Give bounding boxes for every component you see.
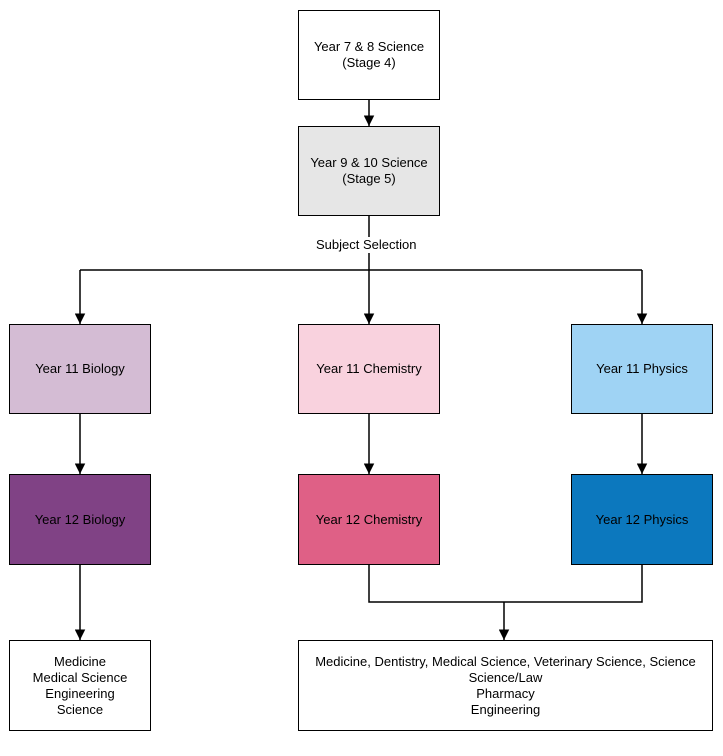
edge-chem12-merge xyxy=(368,565,504,603)
node-text-line: Engineering xyxy=(45,685,115,701)
node-text-line: Year 11 Biology xyxy=(35,361,125,376)
node-stage5: Year 9 & 10 Science(Stage 5) xyxy=(298,126,440,216)
node-text-line: (Stage 5) xyxy=(342,171,396,186)
node-text-line: Medicine xyxy=(53,653,107,669)
node-text-line: Medicine, Dentistry, Medical Science, Ve… xyxy=(315,653,696,669)
node-text-line: Science xyxy=(56,701,104,717)
node-text-line: Year 12 Chemistry xyxy=(315,511,423,527)
node-text-line: Science/Law xyxy=(468,669,543,685)
node-text-line: Year 12 Biology xyxy=(34,511,126,527)
node-physics-chemistry-careers: Medicine, Dentistry, Medical Science, Ve… xyxy=(298,640,713,731)
node-text-line: Pharmacy xyxy=(476,685,535,701)
node-physics-12: Year 12 Physics xyxy=(571,474,713,565)
node-physics-11: Year 11 Physics xyxy=(571,324,713,414)
node-text-line: Year 12 Physics xyxy=(595,511,689,527)
node-text-line: Year 7 & 8 Science xyxy=(313,39,425,54)
node-biology-11: Year 11 Biology xyxy=(9,324,151,414)
node-text-line: Year 11 Physics xyxy=(596,361,688,376)
node-text-line: Year 9 & 10 Science xyxy=(310,155,428,170)
node-stage4: Year 7 & 8 Science(Stage 4) xyxy=(298,10,440,100)
node-text-line: Engineering xyxy=(470,701,541,717)
edge-phys12-merge xyxy=(504,565,643,603)
node-biology-12: Year 12 Biology xyxy=(9,474,151,565)
edge-label-subject-selection: Subject Selection xyxy=(314,237,419,253)
node-chemistry-11: Year 11 Chemistry xyxy=(298,324,440,414)
node-text-line: Medical Science xyxy=(32,669,128,685)
node-text-line: (Stage 4) xyxy=(342,55,396,70)
node-chemistry-12: Year 12 Chemistry xyxy=(298,474,440,565)
node-text-line: Year 11 Chemistry xyxy=(316,361,422,376)
